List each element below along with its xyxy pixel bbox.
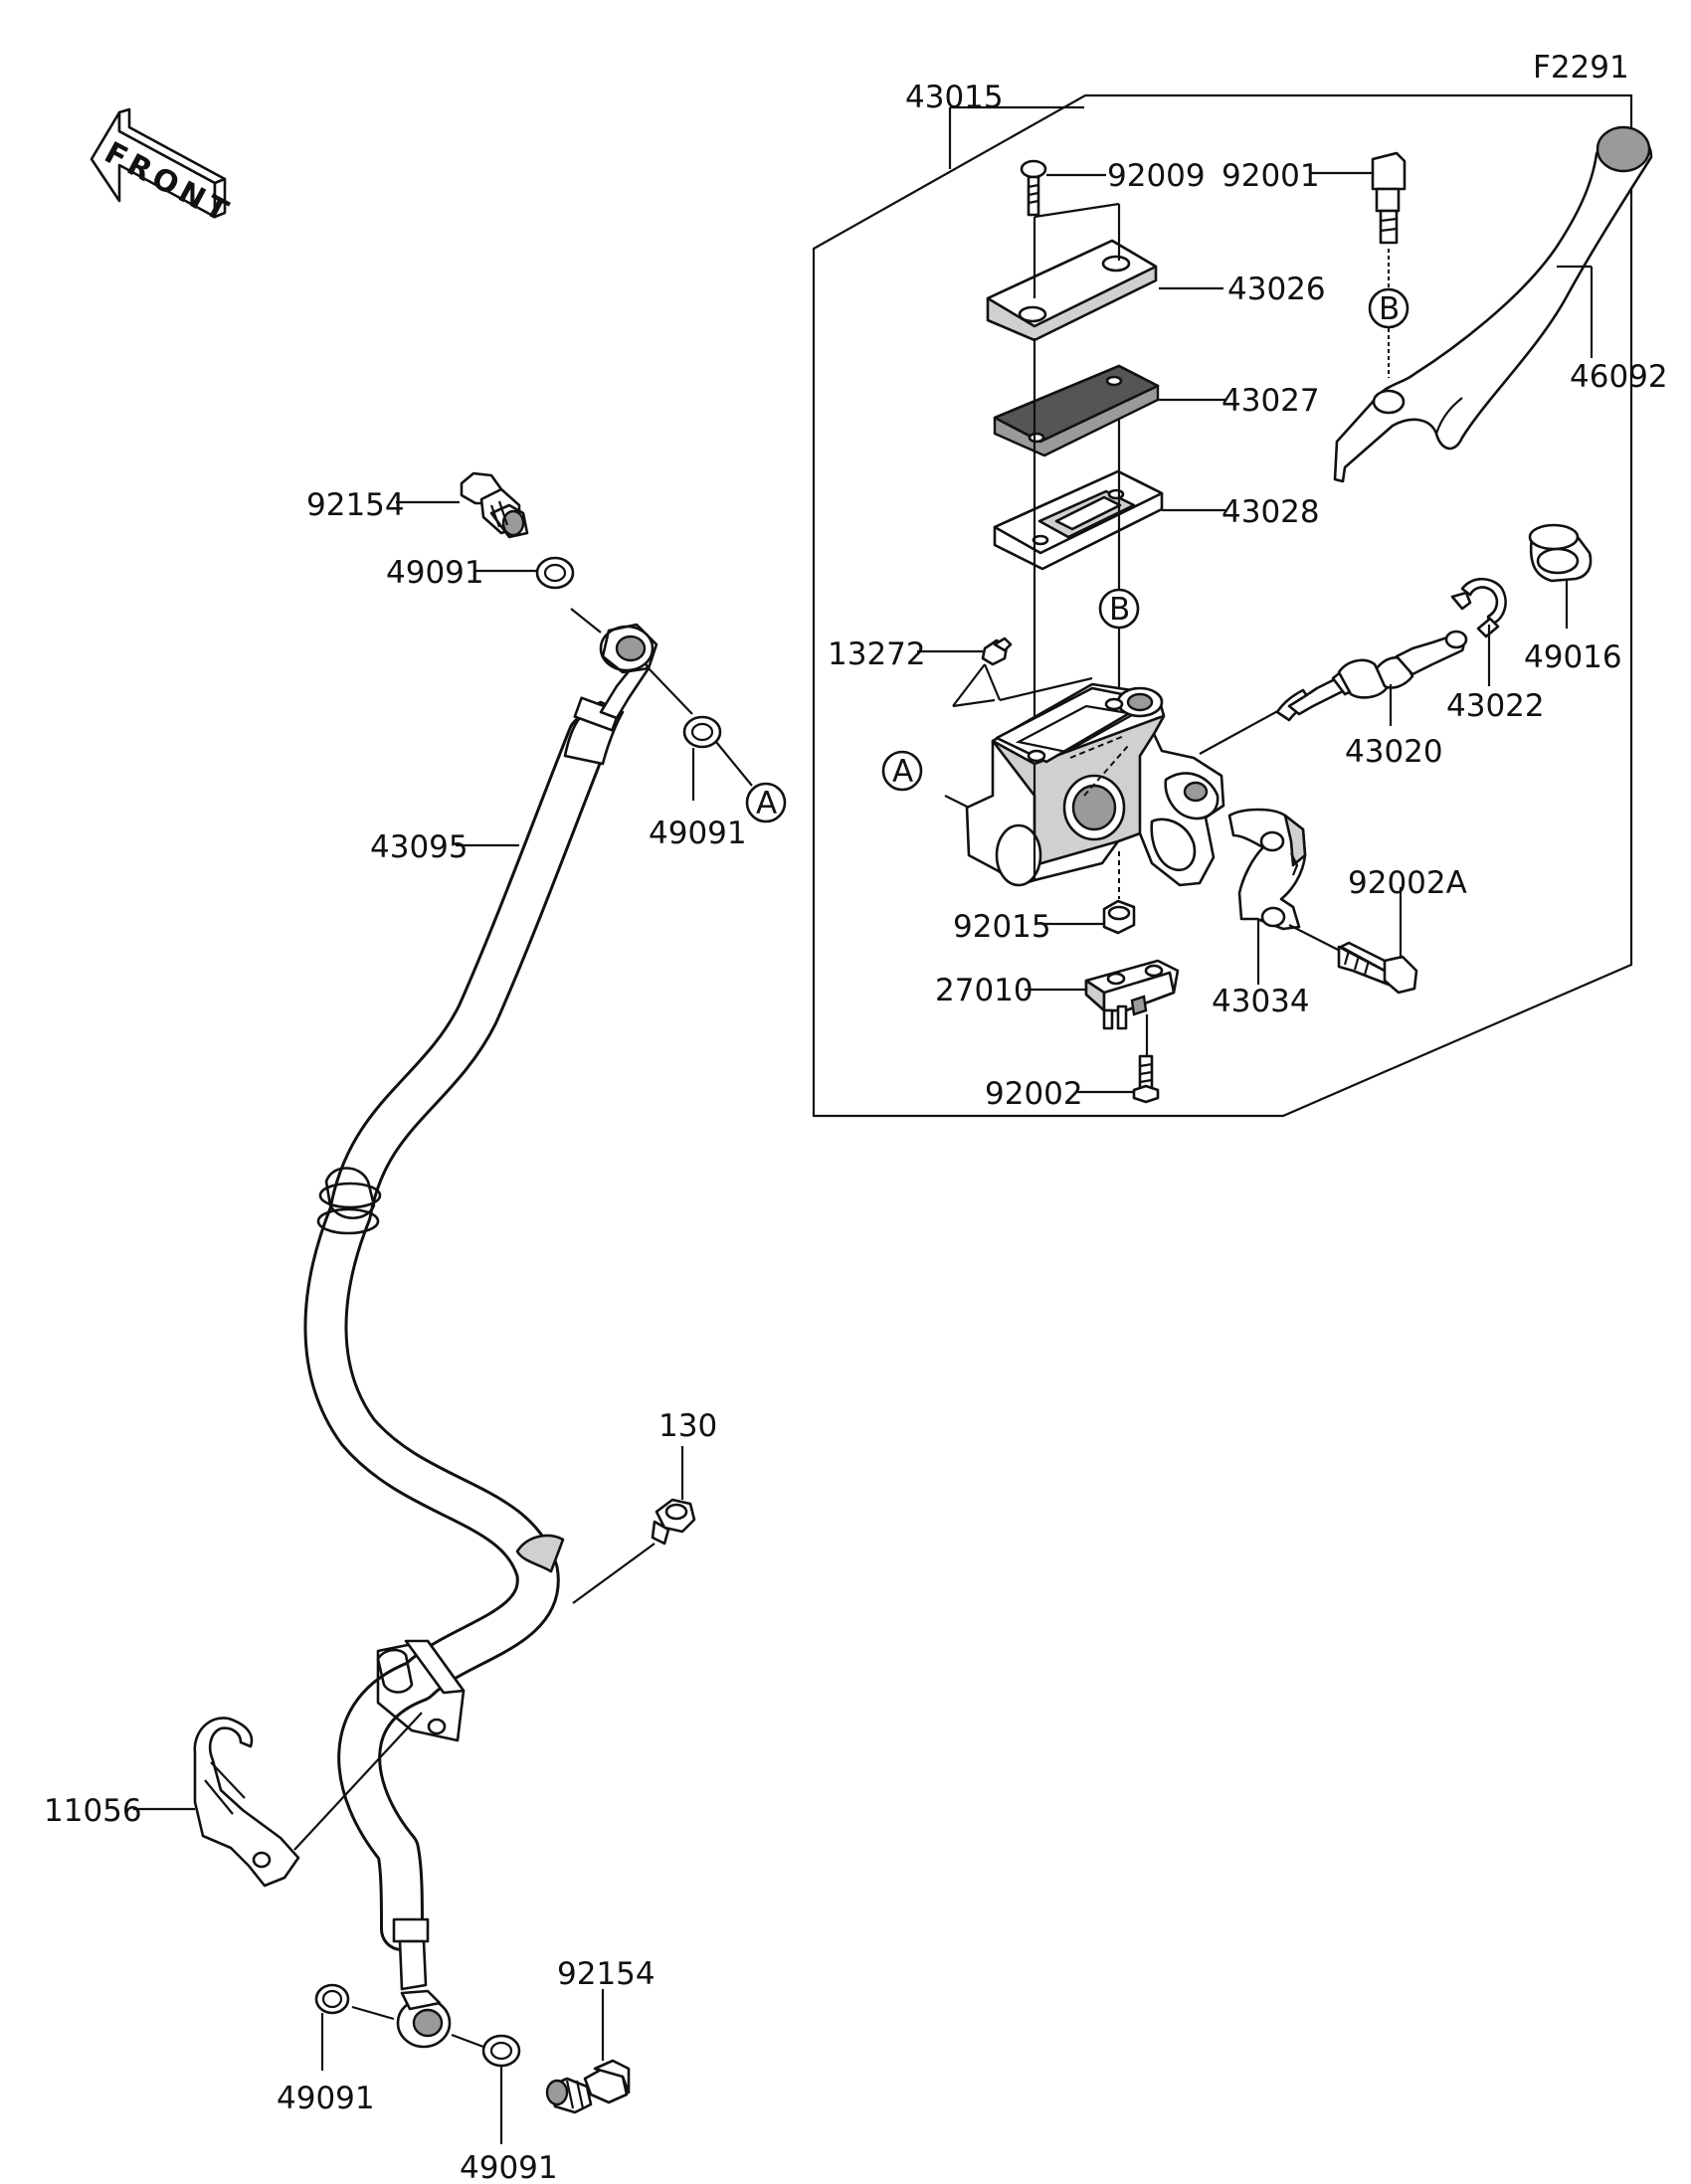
part-label-92154-upper[interactable]: 92154 xyxy=(306,487,405,523)
part-label-92001[interactable]: 92001 xyxy=(1221,158,1320,194)
brake-switch-27010-icon xyxy=(1084,959,1180,1030)
hose-band-icon xyxy=(515,1534,565,1573)
reference-mark-b-upper: B xyxy=(1379,291,1400,327)
hose-upper-fitting-icon xyxy=(563,623,658,766)
part-label-92154-lower[interactable]: 92154 xyxy=(557,1956,656,1992)
reference-mark-a-hose: A xyxy=(756,786,777,821)
part-label-43095[interactable]: 43095 xyxy=(370,829,469,865)
piston-assembly-43020-icon xyxy=(1275,630,1468,722)
bolt-130-icon xyxy=(651,1498,696,1546)
part-label-43022[interactable]: 43022 xyxy=(1446,688,1545,724)
master-cylinder-body-icon xyxy=(965,682,1225,887)
part-label-49091-upper-left[interactable]: 49091 xyxy=(386,555,484,591)
figure-code: F2291 xyxy=(1533,50,1629,86)
part-label-43015[interactable]: 43015 xyxy=(905,80,1004,115)
brake-lever-46092-icon xyxy=(1333,125,1653,483)
bolt-92002a-icon xyxy=(1337,941,1418,995)
banjo-bolt-92154-lower-icon xyxy=(545,2059,631,2114)
hose-clip-11056-icon xyxy=(193,1717,300,1888)
part-label-92002a[interactable]: 92002A xyxy=(1348,865,1467,901)
hose-lower-fitting-icon xyxy=(392,1917,452,2049)
reservoir-cap-43026-icon xyxy=(986,239,1158,342)
part-label-92009[interactable]: 92009 xyxy=(1107,158,1206,194)
reference-mark-b-body: B xyxy=(1109,592,1130,628)
part-label-92002[interactable]: 92002 xyxy=(985,1076,1083,1112)
washer-49091-upper-icon xyxy=(535,556,575,590)
part-label-130[interactable]: 130 xyxy=(658,1408,717,1444)
banjo-bolt-92154-upper-icon xyxy=(460,471,529,539)
part-label-43034[interactable]: 43034 xyxy=(1212,984,1310,1019)
part-label-43027[interactable]: 43027 xyxy=(1221,383,1320,419)
part-label-49091-upper-right[interactable]: 49091 xyxy=(649,816,747,851)
dust-boot-49016-icon xyxy=(1528,523,1593,583)
washer-49091-lower-left-icon xyxy=(314,1983,350,2015)
part-label-43020[interactable]: 43020 xyxy=(1345,734,1443,770)
part-label-49091-lower-left[interactable]: 49091 xyxy=(277,2081,375,2116)
part-label-11056[interactable]: 11056 xyxy=(44,1793,142,1829)
part-label-43028[interactable]: 43028 xyxy=(1221,494,1320,530)
nut-92015-icon xyxy=(1102,899,1136,935)
washer-49091-lower-right-icon xyxy=(481,2034,521,2068)
circlip-43022-icon xyxy=(1450,577,1507,638)
screw-13272-icon xyxy=(981,637,1013,666)
part-label-46092[interactable]: 46092 xyxy=(1570,359,1668,395)
part-label-13272[interactable]: 13272 xyxy=(828,637,926,672)
washer-49091-right-icon xyxy=(682,715,722,749)
clamp-holder-43034-icon xyxy=(1227,808,1307,931)
hose-bracket-icon xyxy=(376,1639,466,1742)
brake-hose-43095-icon xyxy=(303,714,611,1951)
screw-92002-icon xyxy=(1132,1054,1160,1104)
assembly-frame xyxy=(812,93,1633,1118)
screw-92009-icon xyxy=(1020,159,1047,217)
part-label-27010[interactable]: 27010 xyxy=(935,973,1033,1008)
part-label-92015[interactable]: 92015 xyxy=(953,909,1051,945)
front-direction-arrow-icon: FRONT xyxy=(90,107,238,232)
reference-mark-a-body: A xyxy=(892,754,913,790)
part-label-49016[interactable]: 49016 xyxy=(1524,639,1622,675)
bolt-92001-icon xyxy=(1371,151,1407,245)
diaphragm-43028-icon xyxy=(993,469,1164,571)
part-label-49091-lower-right[interactable]: 49091 xyxy=(460,2150,558,2184)
part-label-43026[interactable]: 43026 xyxy=(1227,272,1326,307)
diaphragm-plate-43027-icon xyxy=(993,364,1160,457)
hose-grommet-upper-icon xyxy=(316,1167,382,1235)
